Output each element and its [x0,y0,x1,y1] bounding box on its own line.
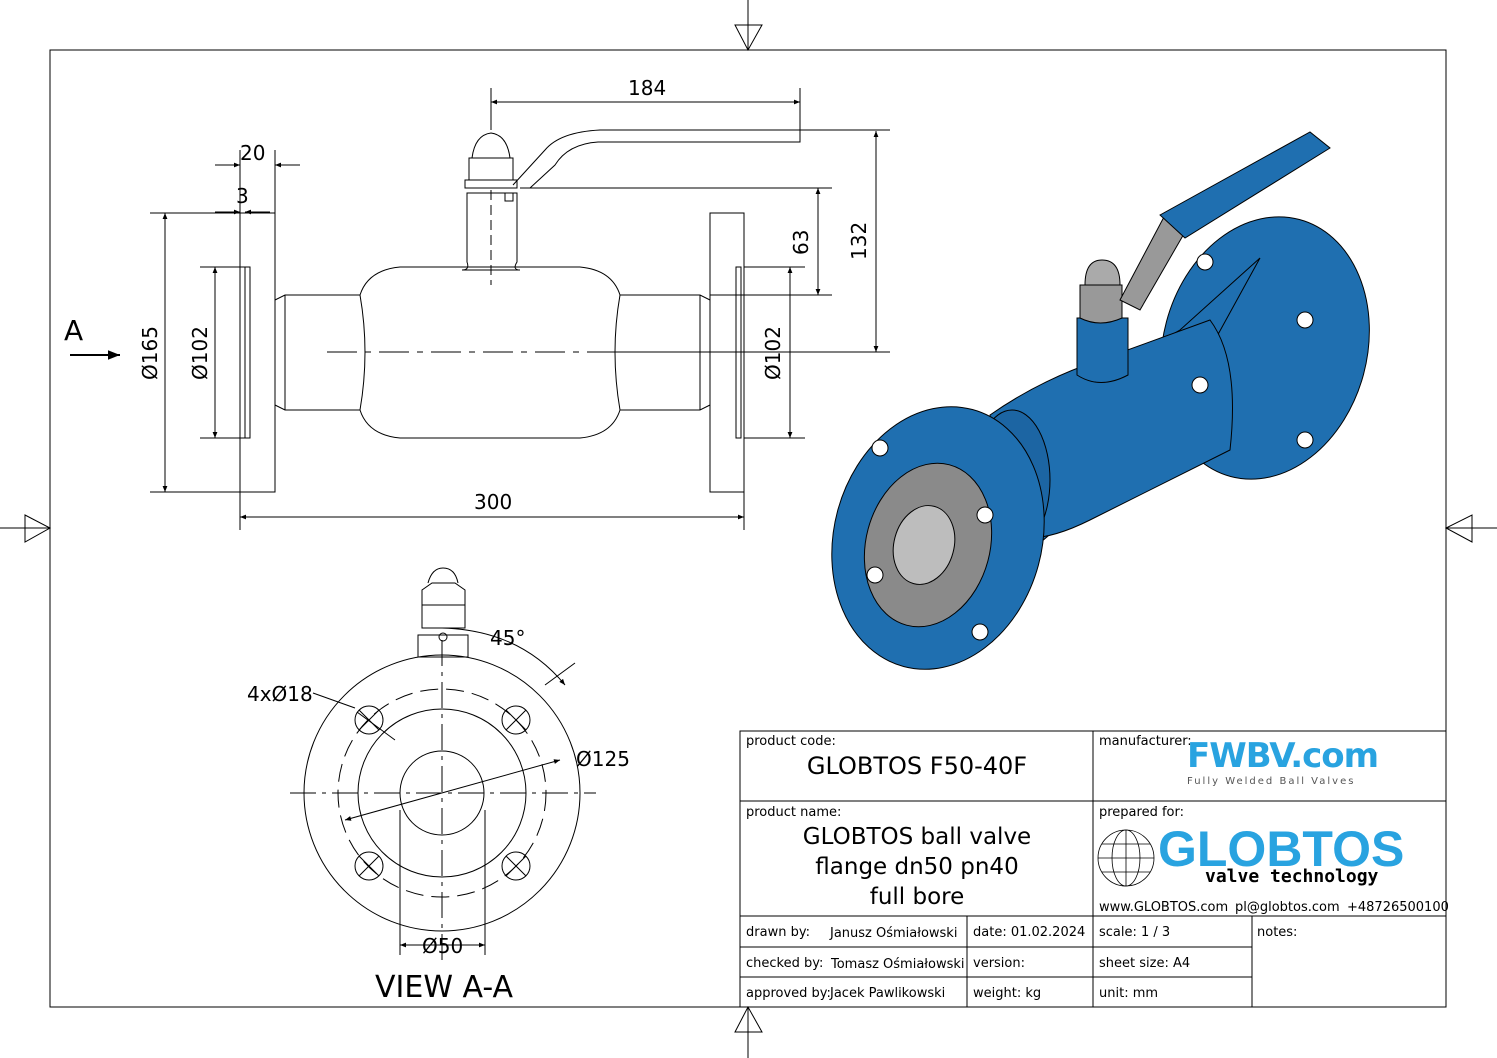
left-flange [239,212,276,493]
product-name-line: flange dn50 pn40 [815,854,1019,880]
client-tagline: valve technology [1205,866,1379,887]
unit: unit: mm [1099,986,1159,1001]
dim-63: 63 [789,230,813,255]
dim-raised-face-right: Ø102 [761,326,785,380]
dim-flange-diameter: Ø165 [138,326,162,380]
dim-bolt-circle: Ø125 [576,747,630,771]
prepared-for-label: prepared for: [1099,805,1184,820]
body-top [274,266,711,301]
product-code: GLOBTOS F50-40F [806,752,1028,780]
globe-icon [1097,829,1155,887]
dim-bore: Ø50 [422,934,463,958]
view-a-a [290,567,596,960]
title-block-grid [739,730,1447,1008]
manufacturer-label: manufacturer: [1099,734,1192,749]
date: date: 01.02.2024 [973,925,1086,940]
scale: scale: 1 / 3 [1099,925,1171,940]
dimension-lines [70,88,890,530]
approved-by: Jacek Pawlikowski [830,986,946,1001]
checked-by-label: checked by: [746,956,824,971]
bolt-holes [354,705,531,881]
handle-lever [512,129,801,189]
view-arrow-label: A [64,314,83,347]
dim-bolt-holes: 4xØ18 [247,682,313,706]
manufacturer-tagline: Fully Welded Ball Valves [1187,776,1356,787]
product-name-line: GLOBTOS ball valve [802,824,1032,850]
dim-45deg: 45° [490,626,525,650]
product-code-label: product code: [746,734,836,749]
product-name-label: product name: [746,805,842,820]
checked-by: Tomasz Ośmiałowski [831,957,965,972]
notes-label: notes: [1257,925,1298,940]
product-name: GLOBTOS ball valve flange dn50 pn40 full… [741,822,1093,912]
body-bottom [274,404,711,439]
dim-20: 20 [240,141,265,165]
website-link[interactable]: www.GLOBTOS.com [1099,900,1229,915]
cap-nut [468,132,514,180]
phone-number: +48726500100 [1347,900,1449,915]
sheet-size: sheet size: A4 [1099,956,1191,971]
side-view [239,129,801,493]
dim-300: 300 [474,490,512,514]
drawn-by: Janusz Ośmiałowski [830,926,958,941]
dim-132: 132 [847,222,871,260]
manufacturer-logo: FWBV.com [1187,736,1379,776]
client-logo: GLOBTOS [1158,821,1405,877]
dim-3: 3 [236,184,249,208]
view-label: VIEW A-A [375,970,514,1005]
handle-clamp [464,179,518,189]
product-name-line: full bore [869,884,965,910]
weight: weight: kg [973,986,1042,1001]
dim-raised-face-left: Ø102 [188,326,212,380]
drawn-by-label: drawn by: [746,925,810,940]
approved-by-label: approved by: [746,986,831,1001]
stem [461,192,521,271]
valve-3d-render [831,131,1370,670]
version: version: [973,956,1025,971]
dim-184: 184 [628,76,666,100]
email-link[interactable]: pl@globtos.com [1235,900,1340,915]
